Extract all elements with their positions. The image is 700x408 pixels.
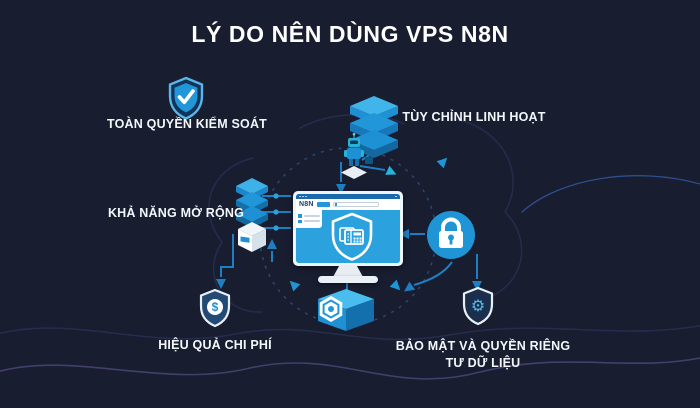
database-stack-icon — [350, 96, 398, 158]
window-dot — [395, 195, 397, 198]
feature-label-control: TOÀN QUYỀN KIỂM SOÁT — [106, 117, 268, 131]
arrowheads — [216, 184, 482, 292]
shield-dollar-icon: $ — [199, 288, 231, 328]
feature-label-scalability: KHẢ NĂNG MỞ RỘNG — [107, 206, 245, 220]
app-header: N8N — [296, 199, 400, 210]
feature-label-customization: TÙY CHỈNH LINH HOẠT — [402, 110, 546, 124]
package-box-icon — [318, 289, 374, 331]
monitor-frame: N8N — [293, 191, 403, 266]
shield-gear-icon: ⚙ — [462, 286, 494, 326]
monitor-screen: N8N — [296, 194, 400, 263]
dollar-glyph: $ — [212, 300, 219, 314]
server-stack-icon — [236, 178, 268, 252]
robot-flow-arrow — [385, 165, 397, 175]
panel-item-label — [303, 214, 320, 217]
n8n-logo: N8N — [299, 201, 314, 208]
feature-label-cost: HIỆU QUẢ CHI PHÍ — [158, 338, 272, 352]
n8n-monitor: N8N — [293, 191, 403, 266]
screen-shield-card-icon — [331, 212, 373, 261]
app-side-panel — [296, 210, 322, 228]
page-title: LÝ DO NÊN DÙNG VPS N8N — [191, 21, 509, 47]
search-icon — [334, 203, 338, 206]
window-titlebar — [296, 194, 400, 199]
feature-label-security: BẢO MẬT VÀ QUYỀN RIÊNG TƯ DỮ LIỆU — [388, 338, 578, 371]
app-button — [316, 202, 330, 207]
security-label-line2: TƯ DỮ LIỆU — [445, 355, 521, 370]
panel-item-icon — [298, 214, 302, 218]
app-search-bar — [332, 202, 379, 207]
window-dot — [302, 195, 304, 198]
shield-check-icon — [168, 76, 204, 120]
gear-glyph: ⚙ — [471, 296, 485, 315]
security-label-line1: BẢO MẬT VÀ QUYỀN RIÊNG — [395, 339, 571, 353]
window-dot — [299, 195, 301, 198]
n8n-cube — [238, 222, 266, 252]
connector-dots — [273, 193, 279, 231]
lock-icon — [427, 211, 475, 259]
panel-item-label — [303, 220, 320, 223]
hexagon-badge — [319, 296, 343, 322]
panel-item-icon — [298, 219, 302, 223]
app-canvas — [296, 210, 400, 263]
window-dot — [305, 195, 307, 198]
monitor-stand-neck — [333, 265, 363, 277]
monitor-stand-base — [318, 276, 378, 283]
robot-icon — [341, 132, 373, 179]
